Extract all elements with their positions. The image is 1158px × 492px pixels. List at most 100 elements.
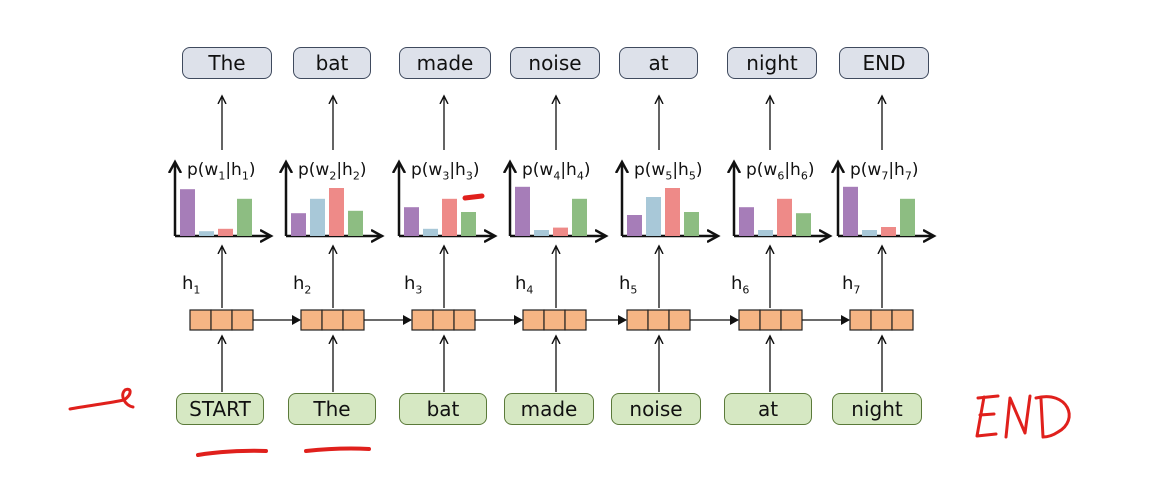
hidden-state-label: h5	[619, 273, 637, 297]
distribution-label-part: 5	[688, 169, 696, 183]
input-word-label: made	[520, 397, 578, 421]
distribution-label-part: |h	[449, 160, 466, 180]
probability-bar	[291, 213, 306, 236]
distribution-label-part: 6	[800, 169, 808, 183]
distribution-label-part: )	[359, 160, 367, 180]
hidden-state-label: h3	[404, 273, 422, 297]
red-underline-the	[304, 446, 371, 453]
output-word-label: noise	[528, 51, 582, 75]
distribution-label-part: p(w	[411, 160, 443, 180]
hidden-state-label-base: h	[731, 273, 743, 294]
hidden-state-label-base: h	[293, 273, 305, 294]
distribution-label-part: )	[911, 160, 919, 180]
output-word-box: made	[399, 47, 491, 79]
input-word-label: The	[313, 397, 351, 421]
hidden-state-label: h4	[515, 273, 533, 297]
distribution-label-part: 7	[881, 169, 889, 183]
distribution-label: p(w3|h3)	[411, 160, 479, 182]
probability-bar	[881, 227, 896, 236]
hidden-state-label: h1	[182, 273, 200, 297]
hidden-state-label-sub: 5	[630, 283, 638, 297]
probability-bar	[739, 207, 754, 236]
distribution-label-part: p(w	[746, 160, 778, 180]
output-word-label: END	[862, 51, 906, 75]
probability-bar	[534, 230, 549, 236]
distribution-label-part: 7	[904, 169, 912, 183]
input-word-box: night	[832, 393, 922, 425]
hidden-state-label: h7	[842, 273, 860, 297]
input-word-label: START	[189, 397, 251, 421]
distribution-label-part: )	[472, 160, 480, 180]
distribution-label: p(w6|h6)	[746, 160, 814, 182]
probability-bar	[627, 215, 642, 236]
probability-bar	[199, 231, 214, 236]
probability-bar	[423, 228, 438, 236]
distribution-label-part: p(w	[850, 160, 882, 180]
distribution-label-part: p(w	[634, 160, 666, 180]
output-word-label: bat	[315, 51, 349, 75]
distribution-label-part: |h	[672, 160, 689, 180]
probability-bar	[758, 230, 773, 236]
probability-bar	[237, 198, 252, 236]
distribution-label-part: 2	[329, 169, 337, 183]
distribution-label-part: p(w	[522, 160, 554, 180]
probability-bar	[796, 213, 811, 236]
input-word-box: noise	[611, 393, 701, 425]
distribution-label-part: 3	[465, 169, 473, 183]
distribution-label: p(w5|h5)	[634, 160, 702, 182]
probability-bar	[862, 230, 877, 236]
probability-bar	[684, 212, 699, 236]
distribution-label-part: |h	[336, 160, 353, 180]
output-word-box: The	[182, 47, 272, 79]
output-word-box: night	[727, 47, 817, 79]
output-word-label: night	[746, 51, 798, 75]
hidden-state-label-base: h	[182, 273, 194, 294]
input-word-label: bat	[426, 397, 460, 421]
distribution-label-part: 2	[352, 169, 360, 183]
distribution-label-part: )	[583, 160, 591, 180]
distribution-label: p(w2|h2)	[298, 160, 366, 182]
distribution-label-part: 6	[777, 169, 785, 183]
probability-bar	[310, 198, 325, 236]
probability-bar	[348, 210, 363, 236]
red-mark-h3	[462, 193, 485, 201]
probability-bar	[218, 228, 233, 236]
input-word-box: The	[288, 393, 376, 425]
distribution-label-part: 1	[241, 169, 249, 183]
red-pointer-squiggle	[68, 387, 135, 411]
distribution-label-part: )	[695, 160, 703, 180]
input-word-label: at	[757, 397, 779, 421]
input-word-box: START	[176, 393, 264, 425]
output-word-label: at	[648, 51, 669, 75]
distribution-label-part: 4	[576, 169, 584, 183]
input-word-box: made	[504, 393, 594, 425]
distribution-label-part: |h	[225, 160, 242, 180]
hidden-state-label-sub: 1	[193, 283, 201, 297]
distribution-label: p(w7|h7)	[850, 160, 918, 182]
hidden-state-label: h2	[293, 273, 311, 297]
hidden-state-label-base: h	[619, 273, 631, 294]
distribution-label-part: p(w	[298, 160, 330, 180]
input-word-box: at	[724, 393, 812, 425]
hidden-state-label-sub: 6	[742, 283, 750, 297]
probability-bar	[329, 188, 344, 236]
probability-bar	[843, 186, 858, 236]
distribution-label: p(w4|h4)	[522, 160, 590, 182]
probability-bar	[515, 186, 530, 236]
red-underline-start	[196, 448, 268, 457]
input-word-box: bat	[399, 393, 487, 425]
hidden-state-label: h6	[731, 273, 749, 297]
hidden-state-label-sub: 7	[853, 283, 861, 297]
probability-bar	[900, 198, 915, 236]
distribution-label-part: 5	[665, 169, 673, 183]
distribution-label-part: |h	[560, 160, 577, 180]
distribution-label-part: )	[248, 160, 256, 180]
output-word-label: The	[208, 51, 246, 75]
probability-bar	[665, 188, 680, 236]
output-word-box: END	[839, 47, 929, 79]
output-word-box: at	[619, 47, 698, 79]
